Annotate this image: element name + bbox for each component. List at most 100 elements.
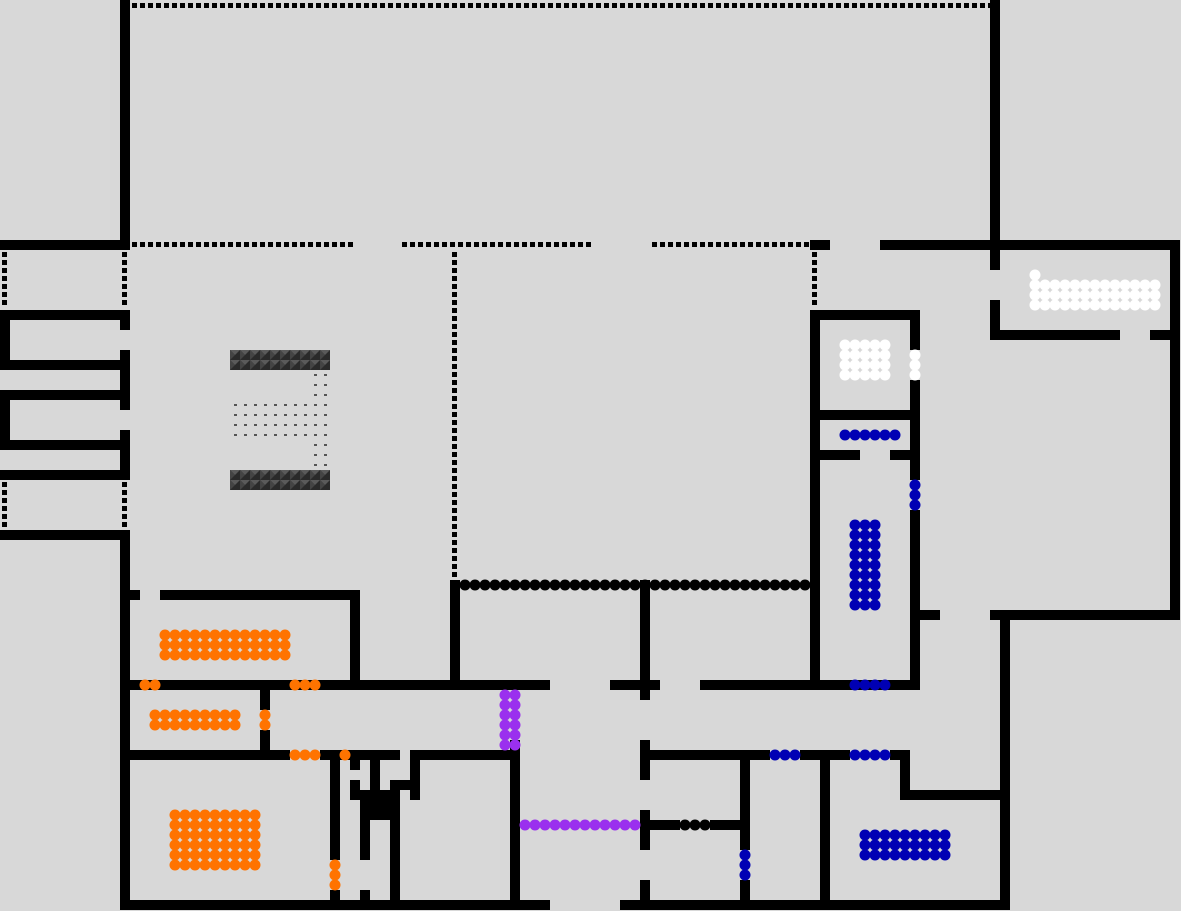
blue-unit[interactable] [859, 839, 871, 851]
blue-unit[interactable] [739, 859, 751, 871]
orange-unit[interactable] [229, 839, 241, 851]
orange-unit[interactable] [209, 709, 221, 721]
blue-unit[interactable] [849, 559, 861, 571]
orange-unit[interactable] [209, 829, 221, 841]
black-unit[interactable] [509, 579, 521, 591]
orange-unit[interactable] [239, 819, 251, 831]
blue-unit[interactable] [929, 839, 941, 851]
blue-unit[interactable] [849, 539, 861, 551]
blue-unit[interactable] [879, 829, 891, 841]
black-unit[interactable] [469, 579, 481, 591]
black-unit[interactable] [499, 579, 511, 591]
blue-unit[interactable] [919, 839, 931, 851]
white-unit[interactable] [1089, 299, 1101, 311]
orange-unit[interactable] [209, 849, 221, 861]
purple-unit[interactable] [509, 699, 521, 711]
blue-unit[interactable] [859, 549, 871, 561]
orange-unit[interactable] [179, 709, 191, 721]
white-unit[interactable] [1059, 299, 1071, 311]
blue-unit[interactable] [859, 569, 871, 581]
orange-unit[interactable] [219, 719, 231, 731]
orange-unit[interactable] [249, 809, 261, 821]
white-unit[interactable] [1129, 289, 1141, 301]
blue-unit[interactable] [859, 579, 871, 591]
orange-unit[interactable] [209, 629, 221, 641]
orange-unit[interactable] [219, 819, 231, 831]
orange-unit[interactable] [209, 859, 221, 871]
orange-unit[interactable] [169, 639, 181, 651]
white-unit[interactable] [1149, 289, 1161, 301]
orange-unit[interactable] [219, 809, 231, 821]
white-unit[interactable] [839, 339, 851, 351]
white-unit[interactable] [909, 349, 921, 361]
white-unit[interactable] [1109, 279, 1121, 291]
black-unit[interactable] [549, 579, 561, 591]
orange-unit[interactable] [149, 679, 161, 691]
blue-unit[interactable] [939, 849, 951, 861]
blue-unit[interactable] [869, 569, 881, 581]
orange-unit[interactable] [149, 719, 161, 731]
white-unit[interactable] [1069, 299, 1081, 311]
orange-unit[interactable] [169, 849, 181, 861]
orange-unit[interactable] [269, 649, 281, 661]
black-unit[interactable] [739, 579, 751, 591]
black-unit[interactable] [669, 579, 681, 591]
orange-unit[interactable] [199, 839, 211, 851]
orange-unit[interactable] [279, 649, 291, 661]
orange-unit[interactable] [229, 709, 241, 721]
white-unit[interactable] [869, 349, 881, 361]
purple-unit[interactable] [509, 709, 521, 721]
orange-unit[interactable] [179, 639, 191, 651]
blue-unit[interactable] [879, 679, 891, 691]
orange-unit[interactable] [239, 639, 251, 651]
orange-unit[interactable] [229, 639, 241, 651]
white-unit[interactable] [879, 369, 891, 381]
blue-unit[interactable] [889, 829, 901, 841]
orange-unit[interactable] [189, 829, 201, 841]
orange-unit[interactable] [199, 649, 211, 661]
blue-unit[interactable] [939, 839, 951, 851]
white-unit[interactable] [1049, 279, 1061, 291]
orange-unit[interactable] [229, 649, 241, 661]
black-unit[interactable] [539, 579, 551, 591]
orange-unit[interactable] [289, 749, 301, 761]
orange-unit[interactable] [159, 719, 171, 731]
white-unit[interactable] [1089, 289, 1101, 301]
orange-unit[interactable] [249, 629, 261, 641]
white-unit[interactable] [1029, 289, 1041, 301]
blue-unit[interactable] [849, 599, 861, 611]
orange-unit[interactable] [189, 709, 201, 721]
orange-unit[interactable] [309, 679, 321, 691]
orange-unit[interactable] [309, 749, 321, 761]
orange-unit[interactable] [249, 859, 261, 871]
orange-unit[interactable] [189, 819, 201, 831]
white-unit[interactable] [869, 359, 881, 371]
orange-unit[interactable] [179, 629, 191, 641]
orange-unit[interactable] [189, 809, 201, 821]
blue-unit[interactable] [929, 849, 941, 861]
orange-unit[interactable] [219, 649, 231, 661]
black-unit[interactable] [709, 579, 721, 591]
blue-unit[interactable] [869, 559, 881, 571]
white-unit[interactable] [839, 369, 851, 381]
blue-unit[interactable] [909, 499, 921, 511]
blue-unit[interactable] [869, 429, 881, 441]
white-unit[interactable] [869, 369, 881, 381]
blue-unit[interactable] [859, 559, 871, 571]
black-unit[interactable] [489, 579, 501, 591]
blue-unit[interactable] [769, 749, 781, 761]
white-unit[interactable] [839, 359, 851, 371]
orange-unit[interactable] [229, 809, 241, 821]
orange-unit[interactable] [209, 809, 221, 821]
blue-unit[interactable] [849, 589, 861, 601]
white-unit[interactable] [879, 359, 891, 371]
purple-unit[interactable] [499, 729, 511, 741]
orange-unit[interactable] [199, 809, 211, 821]
orange-unit[interactable] [169, 709, 181, 721]
blue-unit[interactable] [859, 519, 871, 531]
orange-unit[interactable] [219, 629, 231, 641]
orange-unit[interactable] [329, 869, 341, 881]
orange-unit[interactable] [139, 679, 151, 691]
purple-unit[interactable] [509, 739, 521, 751]
orange-unit[interactable] [179, 859, 191, 871]
